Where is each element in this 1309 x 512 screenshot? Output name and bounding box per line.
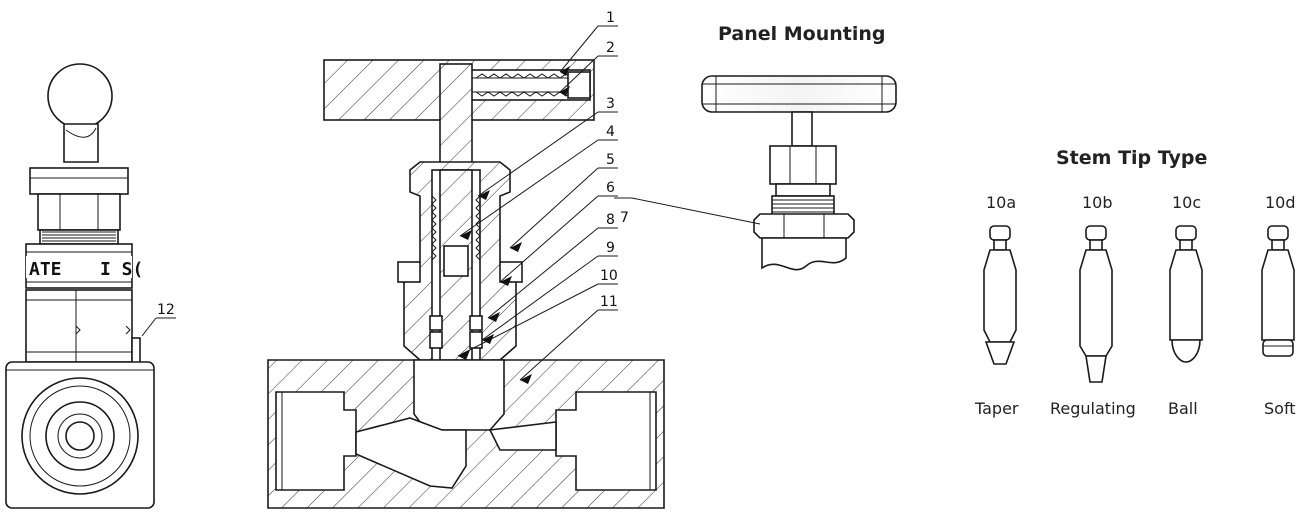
- thread-band: [39, 229, 119, 245]
- top-nut: [29, 167, 129, 195]
- panel-hex-nut: [769, 145, 837, 185]
- handle-knob: [47, 63, 113, 129]
- tip-code-10c: 10c: [1172, 193, 1201, 212]
- tip-10a: 10a Taper: [974, 193, 1019, 418]
- packing-nut: [25, 289, 133, 363]
- side-view: ATE I S( 12: [5, 63, 176, 509]
- tip-code-10a: 10a: [986, 193, 1016, 212]
- tip-code-10d: 10d: [1265, 193, 1296, 212]
- lock-pin: [131, 337, 141, 365]
- callout-11: 11: [600, 294, 618, 310]
- panel-mounting-view: Panel Mounting: [614, 23, 897, 271]
- callout-10: 10: [600, 268, 618, 284]
- packing-ring-lower: [429, 331, 443, 349]
- valve-body-side: [5, 361, 155, 509]
- stem-tip-type-section: Stem Tip Type 10a Taper 10b Regulating 1…: [974, 147, 1296, 418]
- callout-5: 5: [606, 152, 615, 168]
- stamp-text-right: I S(: [100, 259, 143, 280]
- tip-name-taper: Taper: [974, 399, 1019, 418]
- panel-mounting-title: Panel Mounting: [718, 23, 886, 45]
- leader-lines: [457, 25, 618, 381]
- callout-7: 7: [620, 210, 629, 226]
- packing-ring-upper: [429, 315, 443, 331]
- callout-6: 6: [606, 180, 615, 196]
- callout-1: 1: [606, 10, 615, 26]
- tip-name-regulating: Regulating: [1050, 399, 1136, 418]
- stamp-text-left: ATE: [29, 259, 62, 280]
- tip-name-ball: Ball: [1168, 399, 1198, 418]
- tip-10b: 10b Regulating: [1050, 193, 1136, 418]
- section-view: 1 2 3 4 5 6 7 8 9 10 11: [267, 10, 665, 509]
- tip-code-10b: 10b: [1082, 193, 1113, 212]
- callout-2: 2: [606, 40, 615, 56]
- panel-nut: [753, 213, 855, 239]
- callout-4: 4: [606, 124, 615, 140]
- tip-name-soft: Soft: [1264, 399, 1296, 418]
- port-hole: [65, 421, 95, 451]
- handle-stem: [63, 123, 99, 163]
- callout-8: 8: [606, 212, 615, 228]
- callout-12: 12: [157, 302, 175, 318]
- tip-10d: 10d Soft: [1261, 193, 1296, 418]
- callout-3: 3: [606, 96, 615, 112]
- tip-10c: 10c Ball: [1168, 193, 1203, 418]
- callout-9: 9: [606, 240, 615, 256]
- stem-tip-title: Stem Tip Type: [1056, 147, 1207, 169]
- panel-t-handle: [701, 75, 897, 113]
